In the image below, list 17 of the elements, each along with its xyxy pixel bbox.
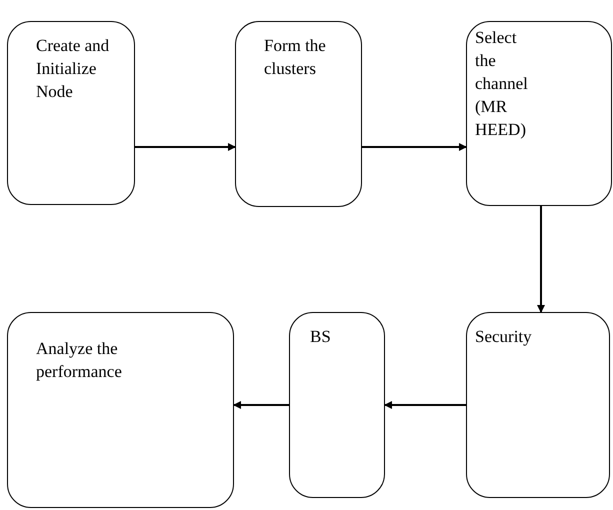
process-box	[235, 21, 362, 207]
arrow	[362, 143, 467, 151]
process-box	[289, 312, 385, 498]
step-label: BS	[310, 326, 332, 348]
step-label: Analyze the performance	[36, 338, 123, 383]
step-label: Create and Initialize Node	[36, 35, 110, 103]
arrow	[537, 206, 545, 313]
step-label: Select the channel (MR HEED)	[475, 27, 529, 141]
process-box	[7, 21, 135, 205]
arrow	[384, 401, 466, 409]
process-box	[466, 21, 612, 206]
process-box	[466, 312, 610, 498]
step-label: Security	[475, 326, 533, 348]
step-label: Form the clusters	[264, 35, 327, 80]
arrow	[233, 401, 289, 409]
process-box	[7, 312, 234, 508]
arrow	[135, 143, 236, 151]
